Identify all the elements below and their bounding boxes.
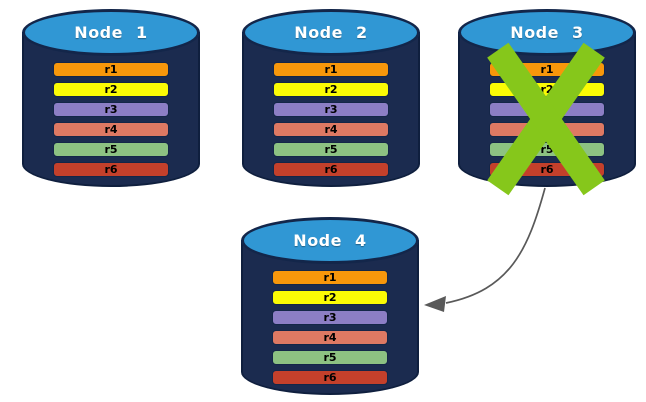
node-2-title: Node 2: [294, 23, 368, 42]
node-4-rows: r1 r2 r3 r4 r5 r6: [272, 270, 388, 390]
replica-row: r5: [273, 142, 389, 157]
replica-row: r2: [272, 290, 388, 305]
replica-row: r5: [272, 350, 388, 365]
replica-row: r4: [273, 122, 389, 137]
replica-row: r6: [272, 370, 388, 385]
node-1-cylinder-top: Node 1: [22, 9, 200, 56]
replica-row: r6: [273, 162, 389, 177]
node-4-cylinder-top: Node 4: [241, 217, 419, 264]
node-3-title: Node 3: [510, 23, 584, 42]
node-2-rows: r1 r2 r3 r4 r5 r6: [273, 62, 389, 182]
replica-row: r2: [53, 82, 169, 97]
node-2: Node 2 r1 r2 r3 r4 r5 r6: [242, 9, 420, 187]
replica-row: r2: [273, 82, 389, 97]
arrow-head: [424, 296, 446, 312]
replica-row: r6: [53, 162, 169, 177]
replica-row: r4: [53, 122, 169, 137]
replica-row: r3: [272, 310, 388, 325]
node-1: Node 1 r1 r2 r3 r4 r5 r6: [22, 9, 200, 187]
node-1-rows: r1 r2 r3 r4 r5 r6: [53, 62, 169, 182]
node-1-title: Node 1: [74, 23, 148, 42]
replica-row: r3: [273, 102, 389, 117]
replica-row: r5: [53, 142, 169, 157]
arrow-line: [445, 187, 546, 304]
node-4-title: Node 4: [293, 231, 367, 250]
node-3-cylinder-top: Node 3: [458, 9, 636, 56]
node-2-cylinder-top: Node 2: [242, 9, 420, 56]
replica-row: r4: [272, 330, 388, 345]
replica-row: r3: [53, 102, 169, 117]
replica-row: r1: [273, 62, 389, 77]
node-4: Node 4 r1 r2 r3 r4 r5 r6: [241, 217, 419, 395]
replica-row: r1: [53, 62, 169, 77]
replica-row: r1: [272, 270, 388, 285]
